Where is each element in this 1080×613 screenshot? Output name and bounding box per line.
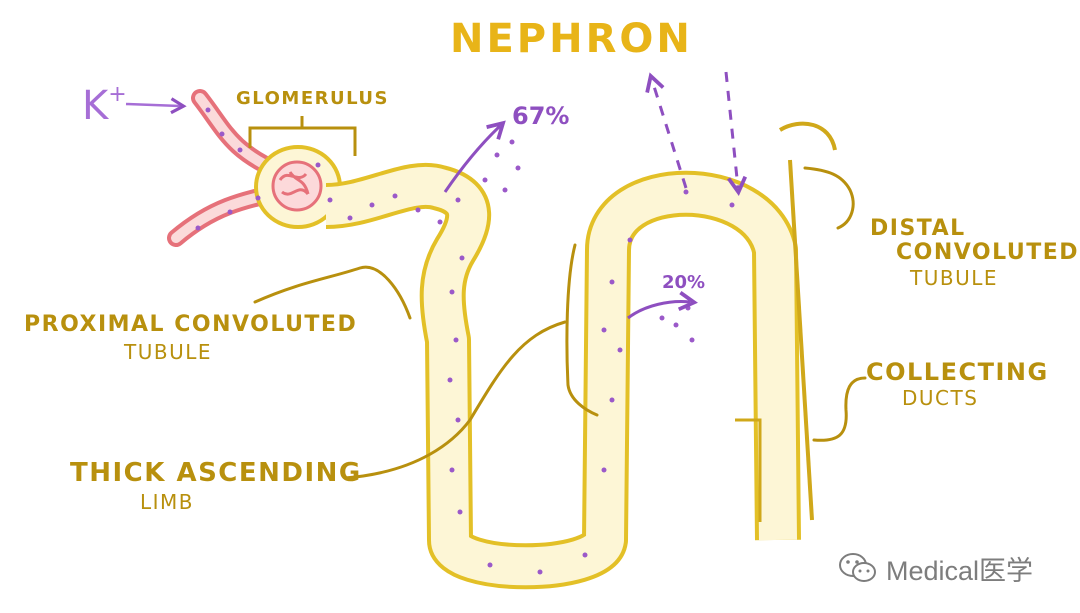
label-leader-lines: [253, 166, 867, 480]
reabsorption-arrows: [443, 120, 698, 320]
potassium-ion-label: K+: [82, 82, 127, 129]
collecting-ducts-label-line2: DUCTS: [902, 386, 979, 410]
dashed-arrows: [645, 71, 748, 196]
proximal-reabsorption-percent: 67%: [512, 102, 570, 130]
proximal-tubule-label-line1: PROXIMAL CONVOLUTED: [24, 312, 358, 337]
thick-ascending-limb-label-line1: THICK ASCENDING: [70, 458, 362, 488]
glomerulus-label: GLOMERULUS: [236, 88, 389, 109]
ion-charge: +: [108, 82, 127, 107]
collecting-duct: [735, 121, 837, 522]
diagram-title: NEPHRON: [450, 16, 693, 62]
glomerulus-bracket: [248, 116, 357, 156]
potassium-dots: [195, 107, 735, 575]
collecting-ducts-label-line1: COLLECTING: [866, 358, 1049, 386]
potassium-arrow: [125, 97, 187, 115]
thick-ascending-limb-label-line2: LIMB: [140, 490, 195, 514]
thick-limb-reabsorption-percent: 20%: [662, 272, 706, 293]
wechat-icon: [839, 553, 876, 582]
nephron-tubule: [324, 162, 801, 590]
distal-tubule-label-line3: TUBULE: [910, 266, 998, 290]
ion-symbol: K: [82, 83, 109, 129]
distal-tubule-label-line2: CONVOLUTED: [896, 240, 1079, 265]
watermark: Medical医学: [838, 550, 1033, 586]
watermark-text: Medical医学: [886, 555, 1034, 586]
proximal-tubule-label-line2: TUBULE: [124, 340, 212, 364]
glomerulus-tuft: [271, 160, 323, 212]
distal-tubule-label-line1: DISTAL: [870, 216, 966, 241]
